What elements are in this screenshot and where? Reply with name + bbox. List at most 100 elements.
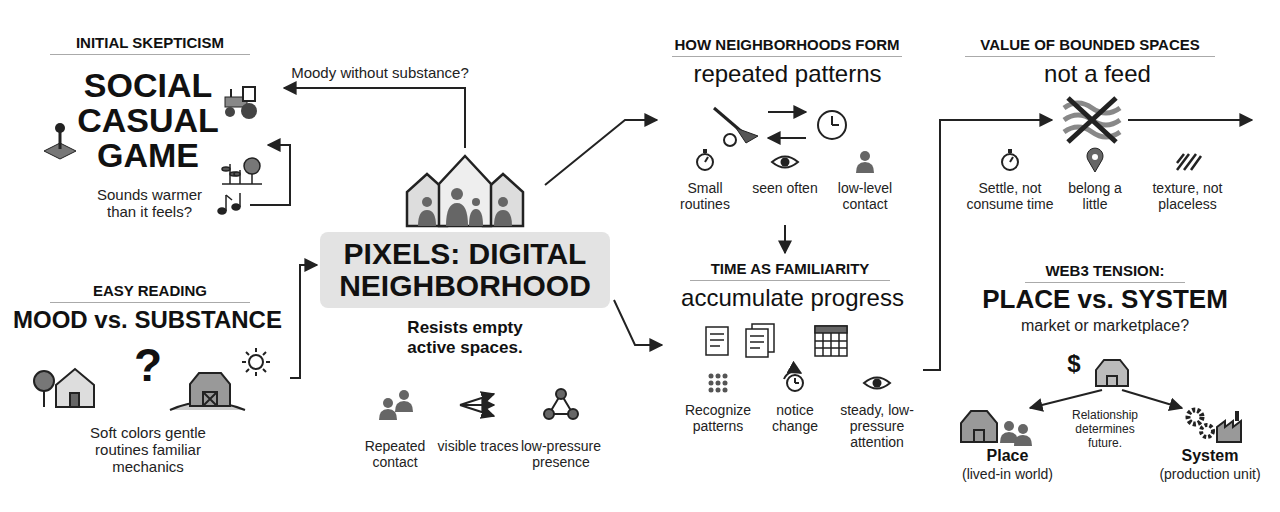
- icon-part: [239, 193, 241, 207]
- body-text: notice change: [757, 402, 833, 434]
- icon-part: [226, 195, 232, 200]
- icon-part: [1177, 154, 1201, 170]
- icon-part: [815, 326, 847, 356]
- plants-icon: [222, 158, 262, 184]
- section-group: WEB3 TENSION:PLACE vs. SYSTEMmarket or m…: [945, 258, 1275, 493]
- icon-part: [974, 430, 984, 442]
- icon-part: [818, 111, 846, 139]
- joystick-icon: [44, 123, 76, 159]
- body-text: (lived-in world): [945, 466, 1070, 482]
- connector-arrow: [614, 300, 662, 345]
- body-text: texture, not placeless: [1140, 180, 1235, 212]
- icon-part: [218, 208, 226, 214]
- market-barn-icon: [1096, 360, 1128, 386]
- section-group: INITIAL SKEPTICISM SOCIAL CASUAL GAME Soun…: [30, 32, 280, 224]
- body-text: Settle, not consume time: [965, 180, 1055, 212]
- body-text: MOOD vs. SUBSTANCE: [5, 306, 290, 334]
- icon-part: [1030, 390, 1102, 408]
- calendar-icon: [815, 326, 847, 356]
- heading-text: EASY READING: [50, 282, 250, 303]
- house-icon: [34, 369, 94, 407]
- plow-icon: [714, 108, 758, 146]
- connector-arrow: [784, 225, 786, 253]
- icon-part: [1235, 411, 1239, 421]
- sun-icon: [242, 348, 270, 376]
- icon-part: [1107, 376, 1117, 386]
- icon-part: [418, 210, 436, 226]
- icon-part: [439, 156, 491, 226]
- body-text: Recognize patterns: [680, 402, 756, 434]
- icon-part: [736, 128, 758, 143]
- icon-part: [244, 158, 260, 174]
- heading-text: VALUE OF BOUNDED SPACES: [965, 36, 1215, 57]
- layout-arrows: [250, 112, 1252, 408]
- label-text: ?: [128, 340, 168, 390]
- icon-part: [856, 151, 874, 173]
- body-text: seen often: [747, 180, 823, 196]
- heading-text: INITIAL SKEPTICISM: [50, 34, 250, 55]
- music-note: [218, 193, 240, 214]
- icon-part: [494, 210, 512, 226]
- body-text: Sounds warmer than it feels?: [92, 186, 207, 220]
- icon-part: [446, 203, 468, 226]
- clock-icon: [818, 111, 846, 139]
- icon-part: [544, 409, 554, 419]
- body-text: low-level contact: [827, 180, 903, 212]
- body-text: SOCIAL CASUAL GAME: [68, 68, 228, 173]
- label-text: Resists empty active spaces.: [390, 318, 540, 358]
- icon-part: [723, 374, 728, 379]
- icon-part: [784, 371, 801, 379]
- icon-part: [422, 197, 432, 207]
- body-text: market or marketplace?: [1005, 316, 1205, 335]
- icon-part: [1087, 148, 1103, 172]
- icon-part: [249, 355, 263, 369]
- icon-part: [1096, 360, 1128, 386]
- icon-part: [746, 329, 768, 357]
- icon-part: [795, 378, 799, 383]
- icon-part: [222, 183, 262, 185]
- concept-box: System(production unit): [1150, 400, 1270, 488]
- icon-part: [1188, 410, 1202, 424]
- heading-text: TIME AS FAMILIARITY: [690, 260, 890, 281]
- icon-part: [55, 123, 65, 133]
- place-icon: [961, 411, 1032, 446]
- icon-part: [1002, 149, 1018, 170]
- label-text: visible traces: [436, 438, 520, 454]
- icon-part: [43, 391, 45, 407]
- icon-part: [716, 374, 721, 379]
- icon-part: [750, 336, 764, 348]
- icon-part: [556, 389, 566, 399]
- connector-arrow: [290, 265, 317, 378]
- icon-part: [1092, 154, 1098, 160]
- icon-part: [203, 392, 217, 406]
- icon-part: [710, 334, 724, 346]
- icon-part: [243, 87, 255, 101]
- icon-part: [34, 371, 54, 391]
- label-text: low-pressure presence: [519, 438, 603, 470]
- icon-part: [568, 409, 578, 419]
- documents-icon: [706, 324, 774, 357]
- icon-part: [768, 111, 806, 113]
- icon-part: [190, 373, 230, 406]
- icon-part: [1122, 390, 1182, 408]
- edge-label: Moody without substance?: [290, 64, 470, 81]
- body-text: (production unit): [1150, 466, 1270, 482]
- icon-part: [723, 381, 728, 386]
- icon-part: [815, 333, 847, 356]
- icon-part: [768, 137, 806, 139]
- icon-part: [242, 348, 270, 376]
- heading-text: HOW NEIGHBORHOODS FORM: [672, 36, 902, 57]
- icon-part: [451, 188, 463, 200]
- section-group: VALUE OF BOUNDED SPACESnot a feedSettle,…: [950, 32, 1245, 222]
- system-icon: [1188, 410, 1241, 442]
- icon-part: [1128, 119, 1252, 121]
- icon-part: [709, 381, 714, 386]
- icon-part: [709, 388, 714, 393]
- body-text: accumulate progress: [665, 284, 920, 312]
- icon-part: [772, 157, 798, 168]
- icon-part: [230, 89, 232, 97]
- icon-part: [232, 204, 240, 210]
- icon-part: [706, 327, 728, 355]
- heading-text: WEB3 TENSION:: [1025, 262, 1185, 283]
